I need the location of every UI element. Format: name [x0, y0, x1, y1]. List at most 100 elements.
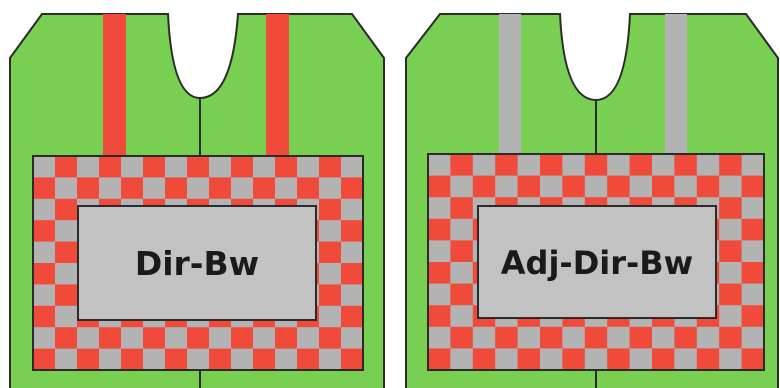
check-square: [428, 327, 451, 349]
check-square: [209, 349, 231, 371]
check-square: [33, 284, 55, 306]
check-square: [562, 154, 585, 176]
check-square: [165, 156, 187, 178]
check-square: [33, 220, 55, 242]
check-square: [55, 306, 77, 328]
check-square: [473, 327, 496, 349]
check-square: [719, 348, 742, 370]
check-square: [231, 156, 253, 178]
check-square: [495, 327, 518, 349]
check-square: [341, 327, 363, 349]
check-square: [742, 348, 765, 370]
check-square: [55, 263, 77, 285]
check-square: [319, 199, 341, 221]
check-square: [77, 177, 99, 199]
check-square: [297, 177, 319, 199]
check-square: [341, 156, 363, 178]
check-square: [209, 327, 231, 349]
check-square: [143, 349, 165, 371]
strap-1: [499, 14, 521, 154]
check-square: [165, 349, 187, 371]
check-square: [55, 199, 77, 221]
check-square: [231, 177, 253, 199]
check-square: [719, 284, 742, 306]
check-square: [607, 327, 630, 349]
check-square: [473, 176, 496, 198]
check-square: [33, 349, 55, 371]
check-square: [121, 177, 143, 199]
check-square: [297, 349, 319, 371]
strap-2: [266, 14, 289, 156]
check-square: [742, 240, 765, 262]
check-square: [319, 284, 341, 306]
check-square: [143, 156, 165, 178]
check-square: [33, 242, 55, 264]
check-square: [275, 156, 297, 178]
check-square: [55, 284, 77, 306]
check-square: [55, 220, 77, 242]
check-square: [297, 327, 319, 349]
check-square: [607, 154, 630, 176]
check-square: [495, 154, 518, 176]
check-square: [585, 348, 608, 370]
check-square: [275, 177, 297, 199]
check-square: [319, 242, 341, 264]
check-square: [719, 154, 742, 176]
check-square: [473, 154, 496, 176]
check-square: [428, 262, 451, 284]
check-square: [674, 154, 697, 176]
check-square: [630, 154, 653, 176]
check-square: [33, 156, 55, 178]
check-square: [77, 349, 99, 371]
check-square: [319, 349, 341, 371]
check-square: [652, 348, 675, 370]
check-square: [697, 327, 720, 349]
check-square: [562, 327, 585, 349]
check-square: [719, 197, 742, 219]
check-square: [450, 240, 473, 262]
check-square: [450, 154, 473, 176]
check-square: [428, 240, 451, 262]
check-square: [231, 349, 253, 371]
check-square: [341, 306, 363, 328]
check-square: [585, 176, 608, 198]
check-square: [341, 177, 363, 199]
check-square: [450, 348, 473, 370]
check-square: [585, 154, 608, 176]
vest-dir-bw-drawing: Dir-Bw: [0, 0, 390, 388]
check-square: [562, 176, 585, 198]
vest-adj-dir-bw: Adj-Dir-Bw: [400, 0, 780, 388]
check-square: [319, 156, 341, 178]
check-square: [209, 177, 231, 199]
check-square: [341, 242, 363, 264]
check-square: [55, 327, 77, 349]
check-square: [187, 156, 209, 178]
check-square: [428, 197, 451, 219]
check-square: [231, 327, 253, 349]
check-square: [585, 327, 608, 349]
check-square: [99, 349, 121, 371]
check-square: [540, 176, 563, 198]
check-square: [55, 156, 77, 178]
check-square: [143, 177, 165, 199]
check-square: [450, 262, 473, 284]
check-square: [55, 242, 77, 264]
check-square: [540, 327, 563, 349]
check-square: [99, 177, 121, 199]
check-square: [540, 154, 563, 176]
check-square: [319, 220, 341, 242]
check-square: [697, 176, 720, 198]
check-square: [518, 327, 541, 349]
check-square: [33, 199, 55, 221]
check-square: [341, 284, 363, 306]
check-square: [253, 327, 275, 349]
check-square: [674, 327, 697, 349]
check-square: [697, 348, 720, 370]
check-square: [742, 327, 765, 349]
check-square: [55, 349, 77, 371]
check-square: [428, 348, 451, 370]
check-square: [719, 240, 742, 262]
check-square: [719, 219, 742, 241]
check-square: [473, 348, 496, 370]
